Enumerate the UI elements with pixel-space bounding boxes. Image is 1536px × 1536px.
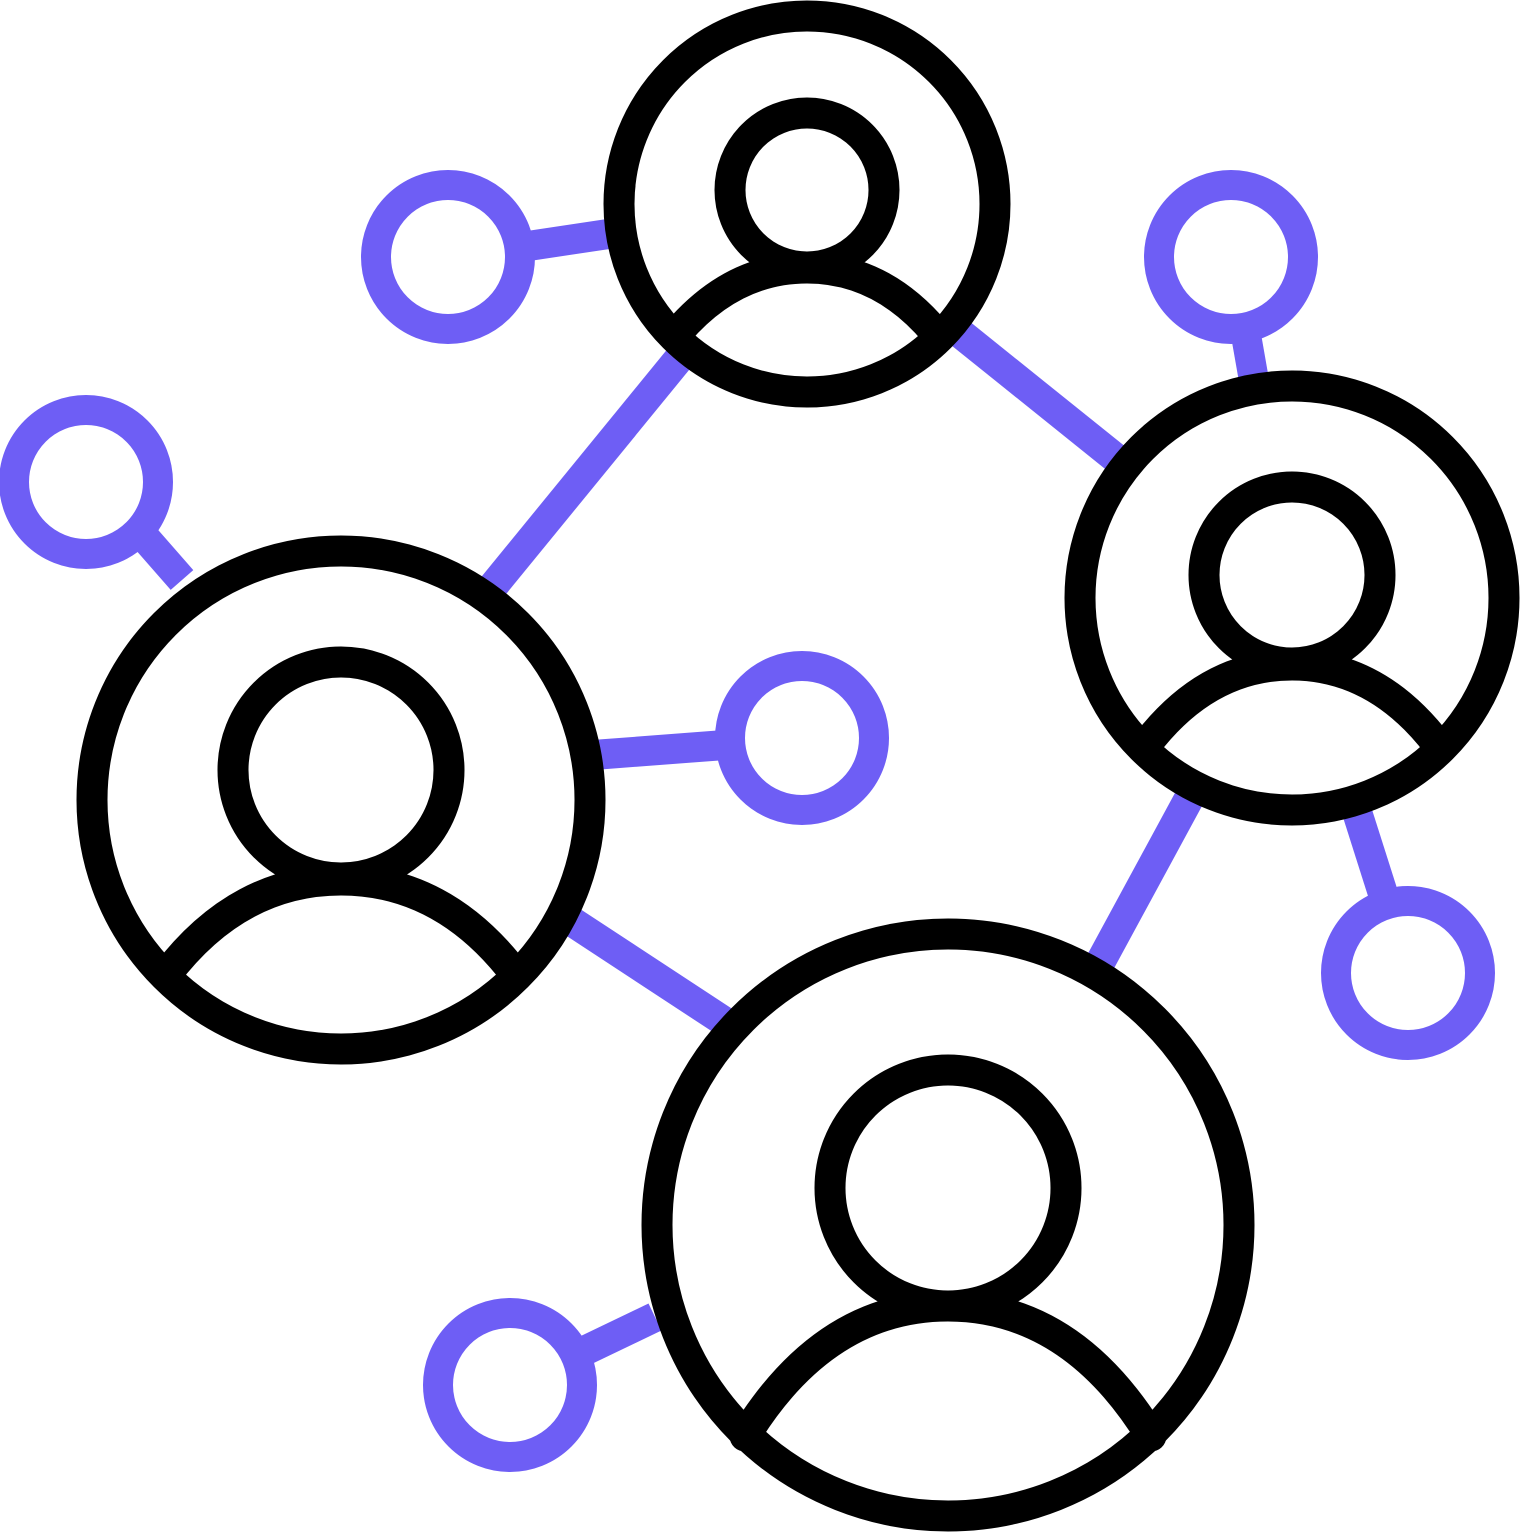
link-satellite-right bbox=[1343, 810, 1400, 905]
link-right-to-bottom bbox=[1081, 785, 1206, 980]
link-satellite-bottom-left bbox=[573, 1303, 662, 1367]
user-node-right bbox=[1064, 370, 1520, 826]
user-node-top bbox=[603, 0, 1011, 408]
satellite-node-top-left bbox=[361, 170, 535, 344]
link-top-to-left bbox=[478, 340, 698, 600]
user-node-left bbox=[76, 535, 606, 1065]
user-links bbox=[478, 313, 1206, 1035]
satellite-node-bottom-left bbox=[423, 1298, 597, 1472]
satellite-nodes bbox=[0, 170, 1495, 1472]
satellite-node-far-left bbox=[0, 395, 173, 569]
satellite-node-right bbox=[1321, 886, 1495, 1060]
user-shoulders-icon bbox=[1130, 649, 1454, 761]
user-shoulders-icon bbox=[150, 864, 532, 991]
satellite-node-center bbox=[715, 651, 889, 825]
link-satellite-center bbox=[591, 730, 727, 770]
user-node-bottom bbox=[641, 918, 1255, 1532]
user-nodes bbox=[76, 0, 1520, 1532]
link-left-to-bottom bbox=[553, 902, 734, 1035]
satellite-node-top-right bbox=[1144, 170, 1318, 344]
user-shoulders-icon bbox=[729, 1290, 1167, 1452]
user-shoulders-icon bbox=[662, 252, 951, 348]
link-top-to-right bbox=[940, 313, 1128, 472]
